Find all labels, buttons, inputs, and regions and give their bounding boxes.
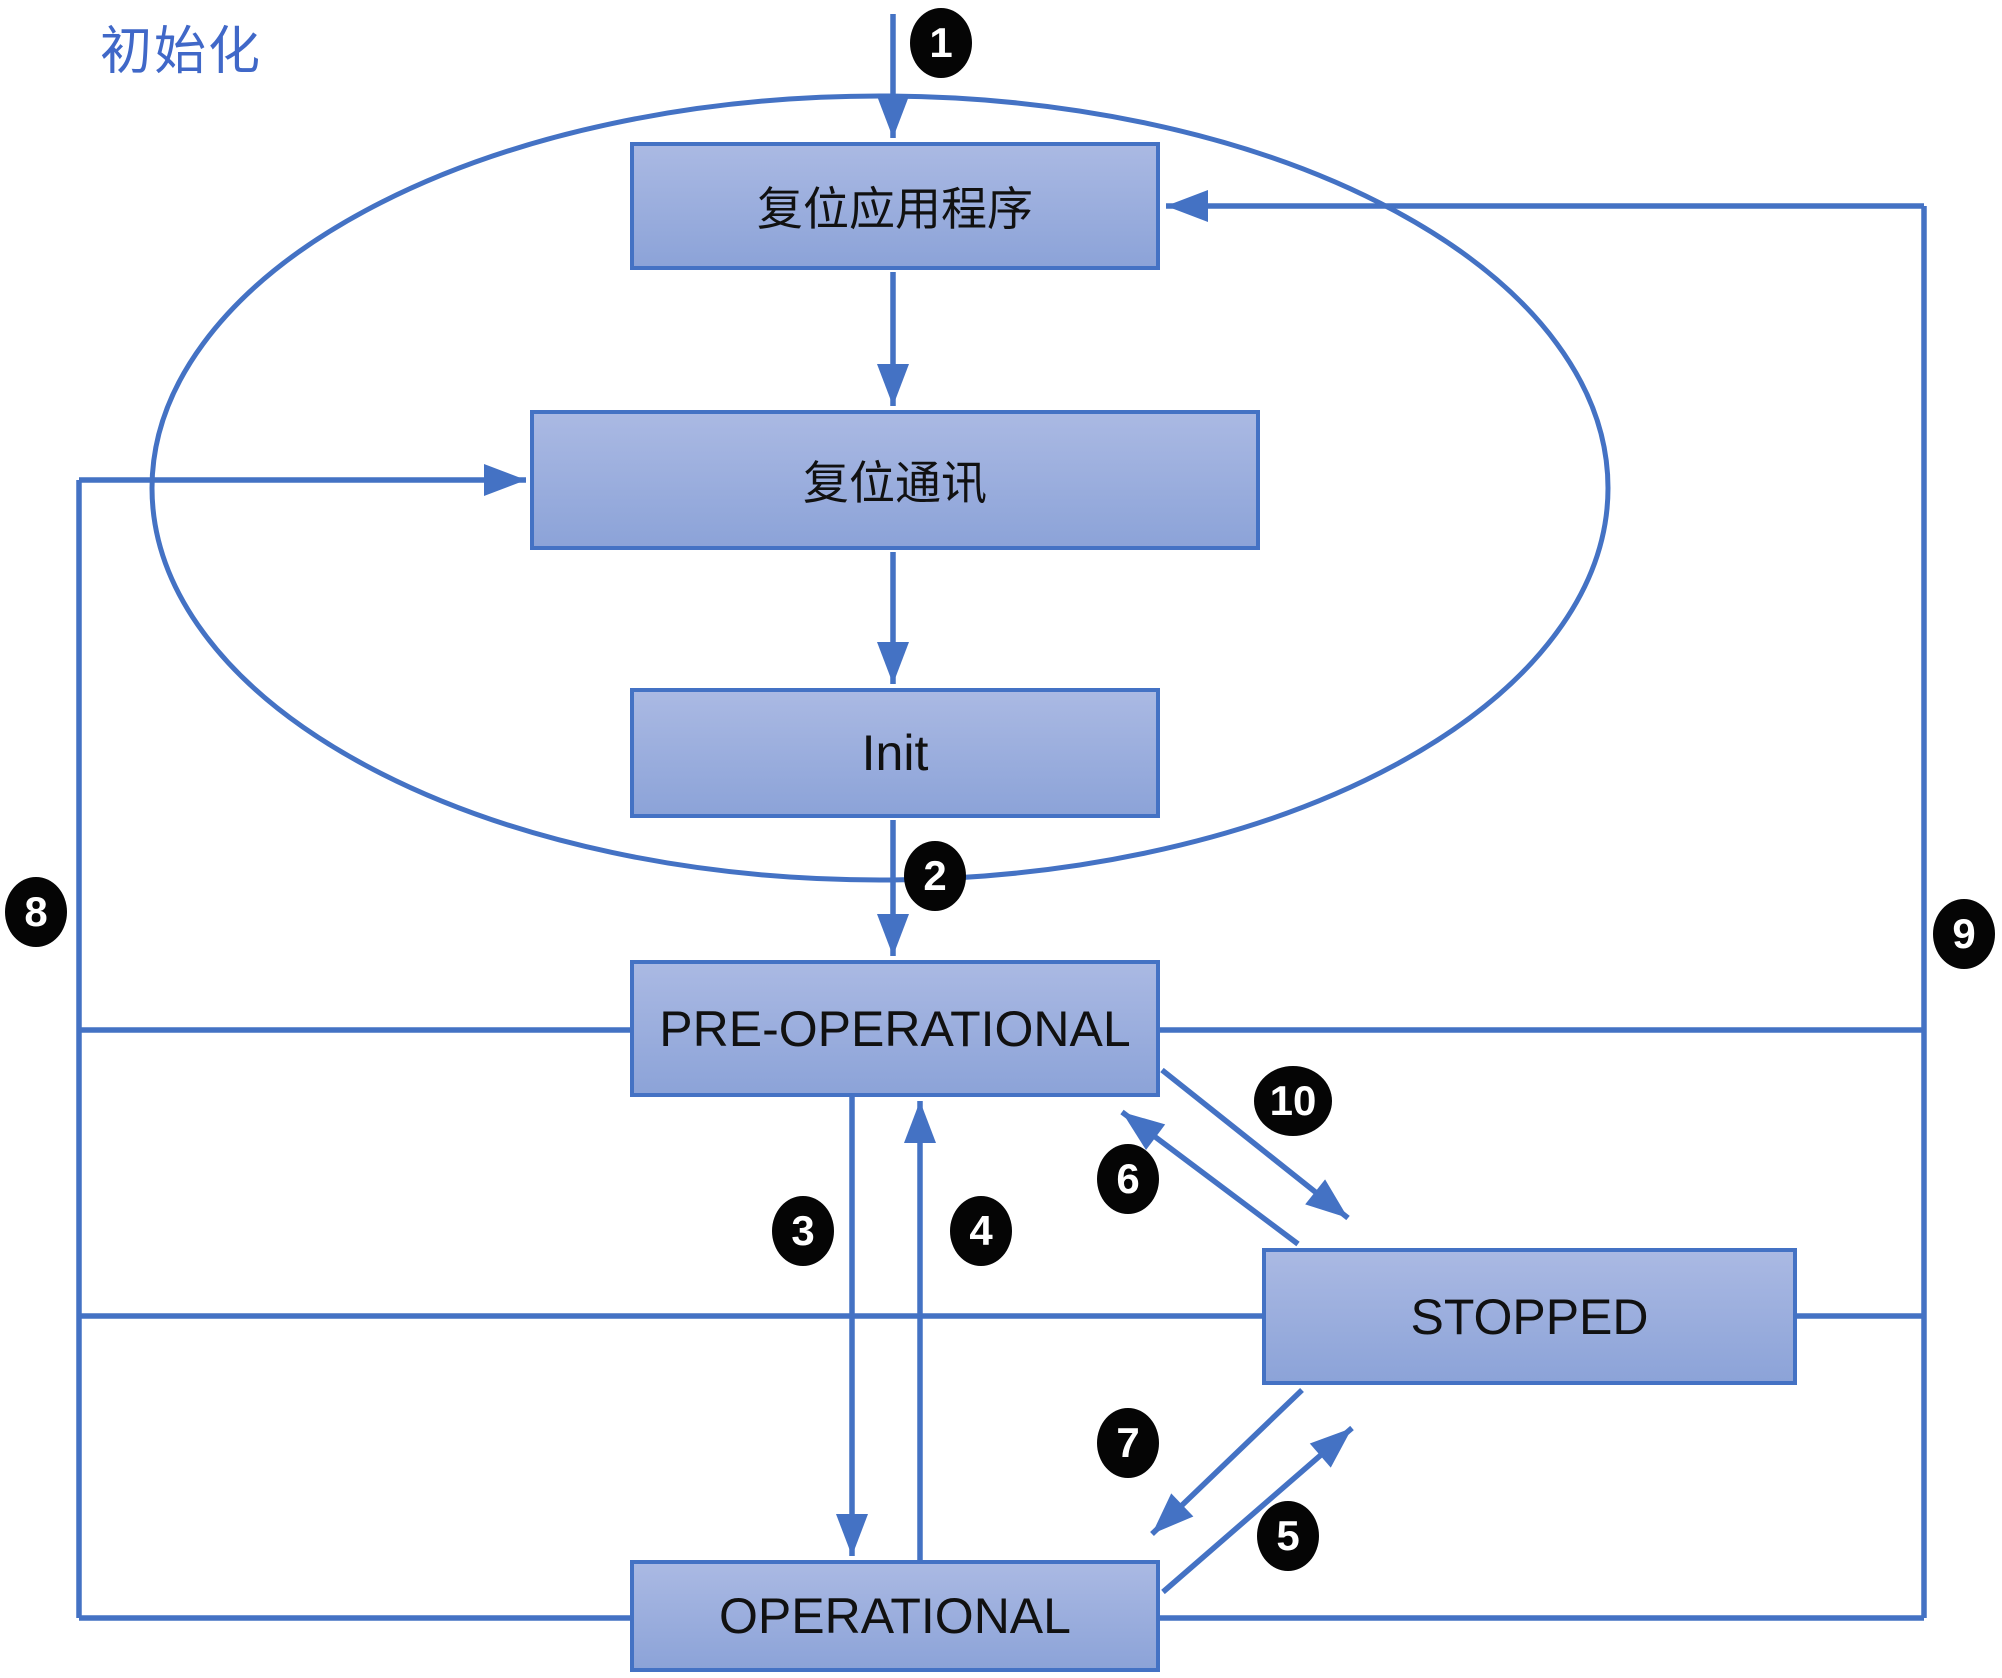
state-box-pre-operational: PRE-OPERATIONAL	[630, 960, 1160, 1097]
transition-number-7: 7	[1116, 1419, 1140, 1466]
transition-number-1: 1	[929, 19, 953, 66]
transition-number-4: 4	[969, 1207, 993, 1254]
transition-number-6: 6	[1116, 1155, 1140, 1202]
state-box-init: Init	[630, 688, 1160, 818]
state-box-stopped: STOPPED	[1262, 1248, 1797, 1385]
state-label-stopped: STOPPED	[1410, 1288, 1649, 1345]
state-box-reset-communication: 复位通讯	[530, 410, 1260, 550]
transition-number-10: 10	[1269, 1077, 1317, 1124]
transition-number-5: 5	[1276, 1512, 1300, 1559]
transition-number-2: 2	[923, 852, 947, 899]
transition-badge-10: 10	[1254, 1066, 1332, 1136]
edge-t5-operational-to-stopped	[1161, 1425, 1354, 1595]
transition-badge-6: 6	[1097, 1144, 1159, 1214]
transition-badge-7: 7	[1097, 1408, 1159, 1478]
edge-t10-pre-operational-to-stopped	[1160, 1067, 1350, 1221]
state-label-init: Init	[861, 725, 929, 781]
state-label-reset-communication: 复位通讯	[803, 456, 987, 510]
state-box-reset-application: 复位应用程序	[630, 142, 1160, 270]
diagram-title: 初始化	[100, 22, 263, 82]
transition-number-9: 9	[1952, 910, 1976, 957]
transition-number-3: 3	[791, 1207, 815, 1254]
state-label-reset-application: 复位应用程序	[757, 182, 1033, 236]
transition-number-8: 8	[24, 888, 48, 935]
transition-badge-3: 3	[772, 1196, 834, 1266]
transition-badge-5: 5	[1257, 1501, 1319, 1571]
transition-badge-1: 1	[910, 8, 972, 78]
state-box-operational: OPERATIONAL	[630, 1560, 1160, 1672]
state-label-operational: OPERATIONAL	[719, 1588, 1071, 1644]
transition-badge-2: 2	[904, 841, 966, 911]
state-label-pre-operational: PRE-OPERATIONAL	[659, 1000, 1131, 1057]
transition-badge-9: 9	[1933, 899, 1995, 969]
edge-t7-stopped-to-operational	[1150, 1388, 1304, 1536]
edge-t6-stopped-to-pre-operational	[1120, 1109, 1300, 1247]
edge-group	[76, 14, 1927, 1621]
transition-badge-8: 8	[5, 877, 67, 947]
transition-badge-4: 4	[950, 1196, 1012, 1266]
